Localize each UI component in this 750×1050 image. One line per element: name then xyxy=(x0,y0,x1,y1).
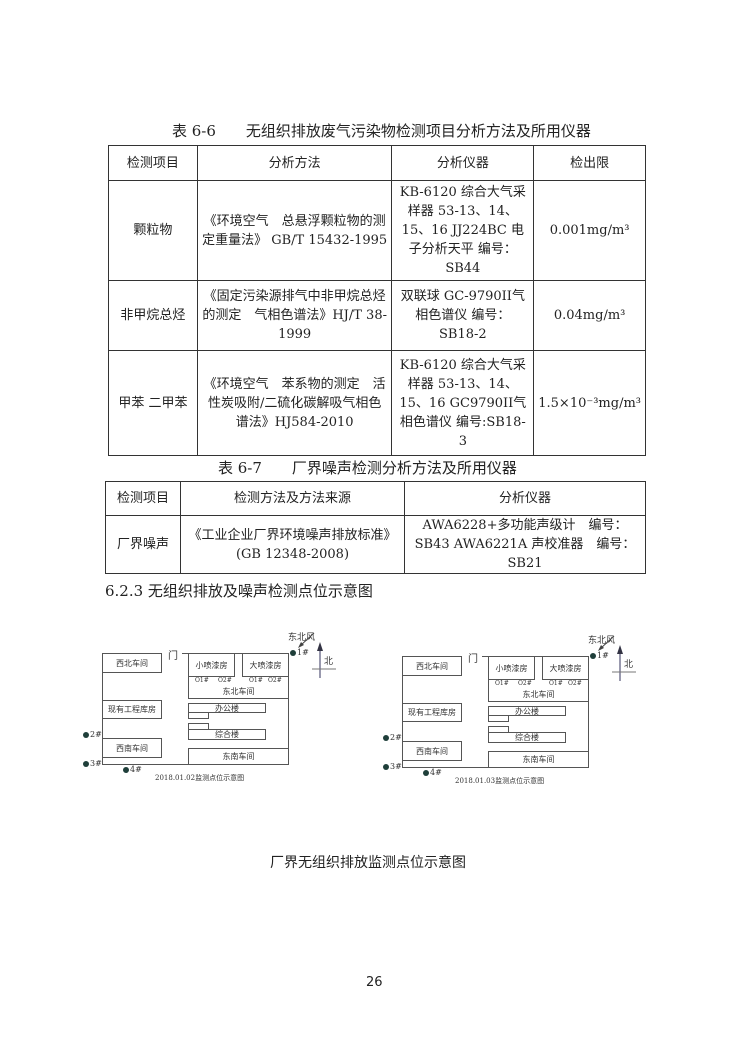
table-6-7: 检测项目 检测方法及方法来源 分析仪器 厂界噪声 《工业企业厂界环境噪声排放标准… xyxy=(105,481,646,574)
wind-label: 东北风 xyxy=(588,636,616,646)
monitor-label: 4# xyxy=(130,765,142,774)
monitor-label: 1# xyxy=(597,651,609,660)
wind-label: 东北风 xyxy=(288,633,316,643)
monitor-point-4 xyxy=(123,767,129,773)
building-small-paint: 小喷漆房 xyxy=(188,653,235,677)
building-se: 东南车间 xyxy=(488,751,589,768)
monitor-point-4 xyxy=(423,770,429,776)
monitor-label: 3# xyxy=(90,759,102,768)
annex xyxy=(488,715,509,722)
cell: AWA6228+多功能声级计 编号：SB43 AWA6221A 声校准器 编号：… xyxy=(404,515,646,574)
monitor-label: 4# xyxy=(430,768,442,777)
building-big-paint: 大喷漆房 xyxy=(542,656,589,680)
building-complex: 综合楼 xyxy=(188,729,266,740)
monitoring-diagram-1: 门 西北车间 东北车间 小喷漆房 大喷漆房 O1# O2# O1# O2# 现有… xyxy=(80,620,360,785)
monitor-point-2 xyxy=(83,732,89,738)
gate-label: 门 xyxy=(168,651,178,662)
cell: 厂界噪声 xyxy=(105,515,181,574)
monitor-label: 3# xyxy=(390,762,402,771)
page-number: 26 xyxy=(366,975,383,990)
monitor-point-3 xyxy=(383,764,389,770)
monitor-label: 1# xyxy=(297,648,309,657)
cell: 《环境空气 苯系物的测定 活性炭吸附/二硫化碳解吸气相色谱法》HJ584-201… xyxy=(196,350,393,456)
monitor-point-1 xyxy=(290,650,296,656)
point-o2: O2# xyxy=(568,680,582,687)
point-o1: O1# xyxy=(495,680,509,687)
compass-icon xyxy=(298,632,336,678)
north-label: 北 xyxy=(624,660,634,670)
cell: 非甲烷总烃 xyxy=(108,280,198,351)
building-se: 东南车间 xyxy=(188,748,289,765)
monitor-point-2 xyxy=(383,735,389,741)
building-store: 现有工程库房 xyxy=(102,700,162,719)
annex xyxy=(188,712,209,719)
figure-caption: 厂界无组织排放监测点位示意图 xyxy=(270,855,466,871)
diagram-caption: 2018.01.02监测点位示意图 xyxy=(155,774,245,782)
gate-label: 门 xyxy=(468,654,478,665)
cell: 《固定污染源排气中非甲烷总烃的测定 气相色谱法》HJ/T 38-1999 xyxy=(196,280,393,351)
building-nw: 西北车间 xyxy=(402,656,462,676)
cell: 双联球 GC-9790II气相色谱仪 编号：SB18-2 xyxy=(391,280,535,351)
building-office: 办公楼 xyxy=(188,703,266,713)
cell: 甲苯 二甲苯 xyxy=(108,350,198,456)
cell: KB-6120 综合大气采样器 53-13、14、15、16 JJ224BC 电… xyxy=(391,180,535,281)
cell: 《环境空气 总悬浮颗粒物的测定重量法》 GB/T 15432-1995 xyxy=(196,180,393,281)
header-cell: 检测项目 xyxy=(105,481,181,516)
section-heading: 6.2.3 无组织排放及噪声检测点位示意图 xyxy=(105,582,373,600)
compass-icon xyxy=(598,635,636,681)
north-label: 北 xyxy=(324,657,334,667)
point-o1: O1# xyxy=(549,680,563,687)
monitor-label: 2# xyxy=(90,730,102,739)
cell: KB-6120 综合大气采样器 53-13、14、15、16 GC9790II气… xyxy=(391,350,535,456)
building-small-paint: 小喷漆房 xyxy=(488,656,535,680)
monitoring-diagram-2: 门 西北车间 东北车间 小喷漆房 大喷漆房 O1# O2# O1# O2# 现有… xyxy=(380,623,660,788)
header-cell: 检出限 xyxy=(533,145,646,181)
table-6-6: 检测项目 分析方法 分析仪器 检出限 颗粒物 《环境空气 总悬浮颗粒物的测定重量… xyxy=(108,145,646,456)
header-cell: 分析仪器 xyxy=(404,481,646,516)
header-cell: 分析仪器 xyxy=(391,145,535,181)
monitor-point-3 xyxy=(83,761,89,767)
building-office: 办公楼 xyxy=(488,706,566,716)
monitor-point-1 xyxy=(590,653,596,659)
monitor-label: 2# xyxy=(390,733,402,742)
header-cell: 分析方法 xyxy=(196,145,393,181)
cell: 《工业企业厂界环境噪声排放标准》(GB 12348-2008) xyxy=(180,515,405,574)
cell: 1.5×10⁻³mg/m³ xyxy=(533,350,646,456)
building-store: 现有工程库房 xyxy=(402,703,462,722)
point-o1: O1# xyxy=(249,677,263,684)
header-cell: 检测方法及方法来源 xyxy=(180,481,405,516)
point-o1: O1# xyxy=(195,677,209,684)
cell: 0.001mg/m³ xyxy=(533,180,646,281)
cell: 颗粒物 xyxy=(108,180,198,281)
diagram-caption: 2018.01.03监测点位示意图 xyxy=(455,777,545,785)
building-sw: 西南车间 xyxy=(402,741,462,761)
point-o2: O2# xyxy=(218,677,232,684)
cell: 0.04mg/m³ xyxy=(533,280,646,351)
point-o2: O2# xyxy=(518,680,532,687)
table-6-7-caption: 表 6-7 厂界噪声检测分析方法及所用仪器 xyxy=(218,459,517,477)
point-o2: O2# xyxy=(268,677,282,684)
building-sw: 西南车间 xyxy=(102,738,162,758)
building-big-paint: 大喷漆房 xyxy=(242,653,289,677)
building-complex: 综合楼 xyxy=(488,732,566,743)
building-nw: 西北车间 xyxy=(102,653,162,673)
table-6-6-caption: 表 6-6 无组织排放废气污染物检测项目分析方法及所用仪器 xyxy=(172,122,591,140)
header-cell: 检测项目 xyxy=(108,145,198,181)
